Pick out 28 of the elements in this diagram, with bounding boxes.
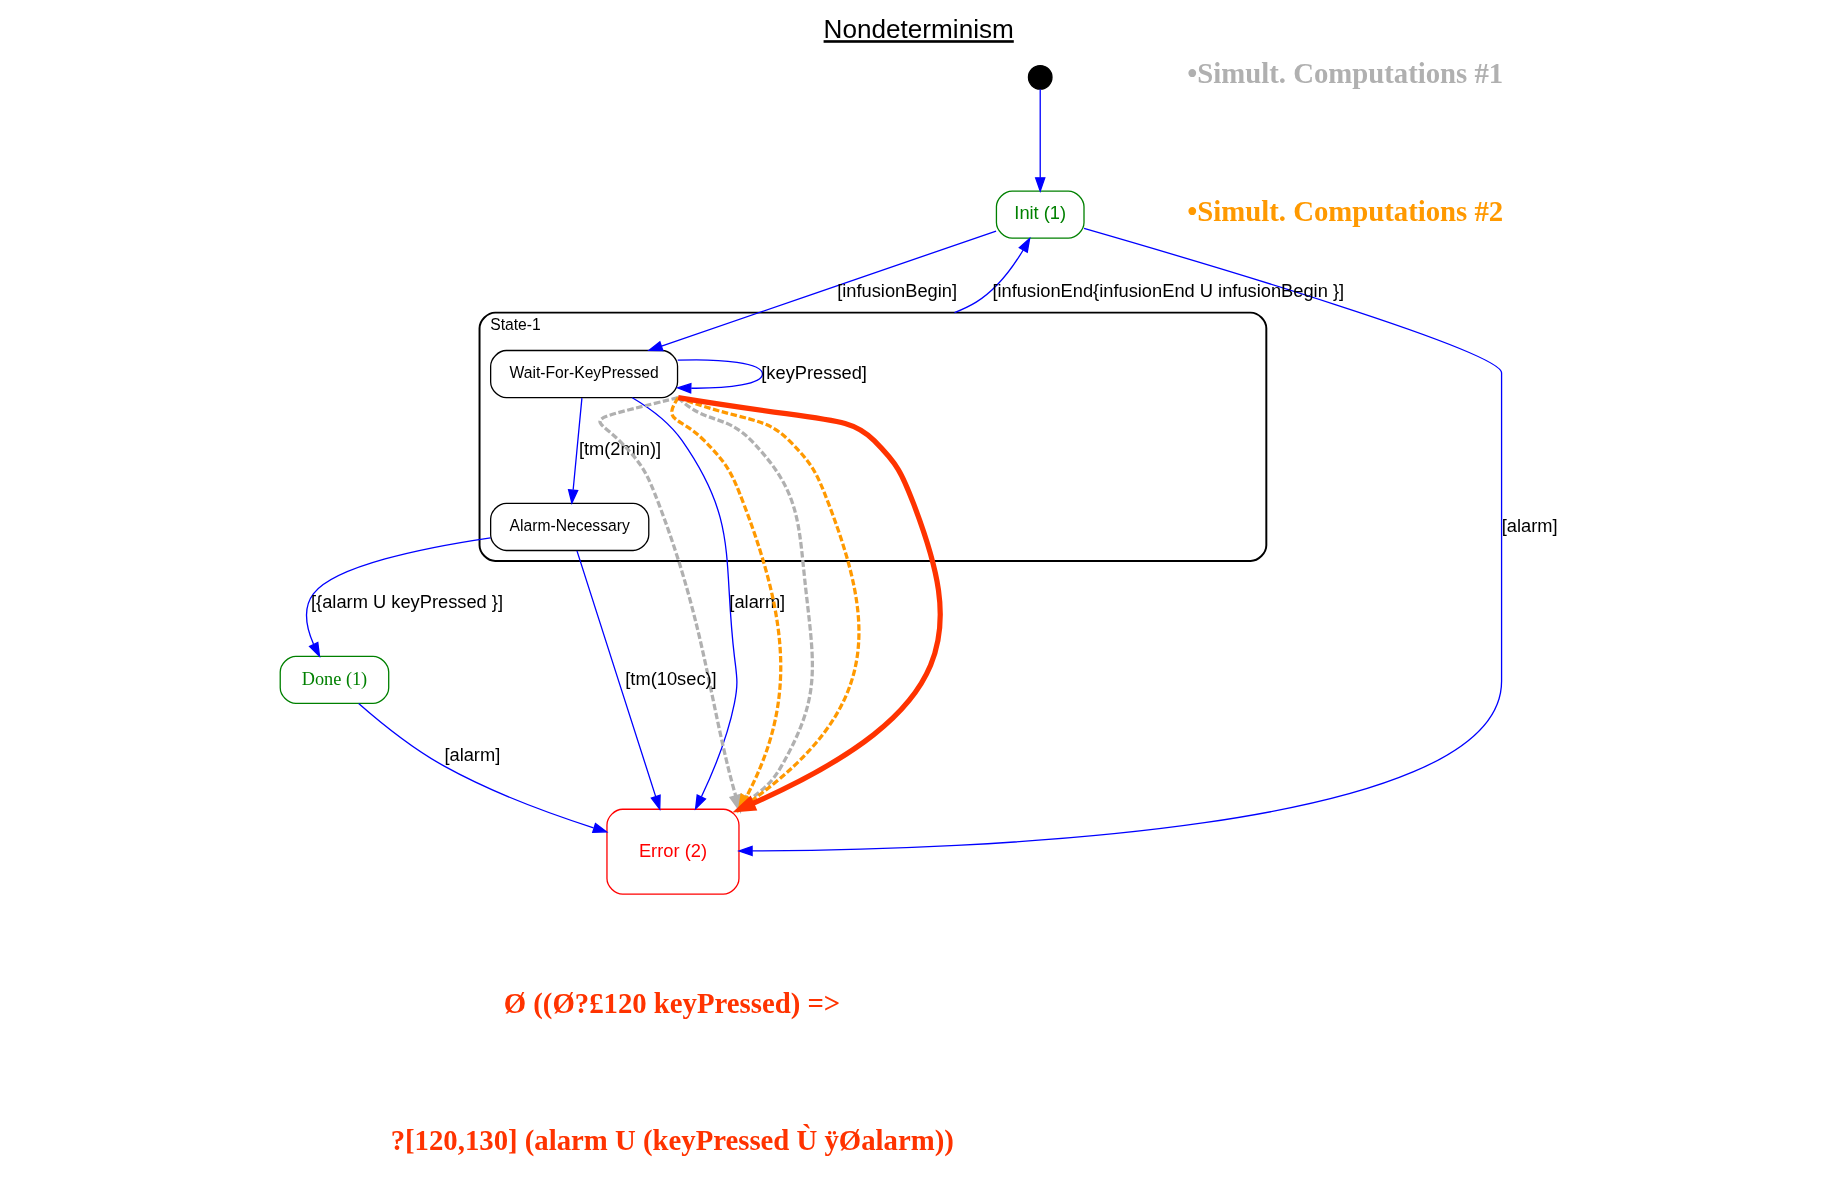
edge-label: [infusionBegin] xyxy=(836,280,957,302)
arrow xyxy=(357,702,608,833)
label: Ø ((Ø?£120 keyPressed) => xyxy=(503,986,840,1019)
arrow xyxy=(305,537,491,658)
legend-label: •Simult. Computations #2 xyxy=(1186,194,1503,227)
diagram-title: Nondeterminism xyxy=(823,14,1014,45)
arrow xyxy=(953,236,1031,314)
node-box: Alarm-Necessary xyxy=(489,502,649,552)
node-box: Wait-For-KeyPressed xyxy=(489,349,678,399)
edge-label: [alarm] xyxy=(728,591,785,613)
arrow xyxy=(567,397,583,506)
arrow xyxy=(631,397,738,811)
label: ?[120,130] (alarm U (keyPressed Ù ÿØalarm)) xyxy=(390,1123,954,1156)
edge-label: [keyPressed] xyxy=(760,361,867,383)
edge-label: [{alarm U keyPressed }] xyxy=(310,591,503,613)
arrow xyxy=(1034,88,1046,193)
node-box: Error (2) xyxy=(605,808,740,895)
edge-label: [alarm] xyxy=(1501,514,1558,536)
arrow xyxy=(575,550,661,811)
legend-label: •Simult. Computations #1 xyxy=(1186,57,1503,90)
arrow xyxy=(675,359,763,394)
arrow xyxy=(646,230,997,352)
edge-label: [alarm] xyxy=(443,744,500,766)
edge-label: [tm(2min)] xyxy=(578,438,661,460)
node-box: Init (1) xyxy=(995,190,1085,239)
edge-label: [tm(10sec)] xyxy=(624,667,717,689)
node-box: Done (1) xyxy=(279,655,389,705)
node-circle xyxy=(1027,64,1053,90)
